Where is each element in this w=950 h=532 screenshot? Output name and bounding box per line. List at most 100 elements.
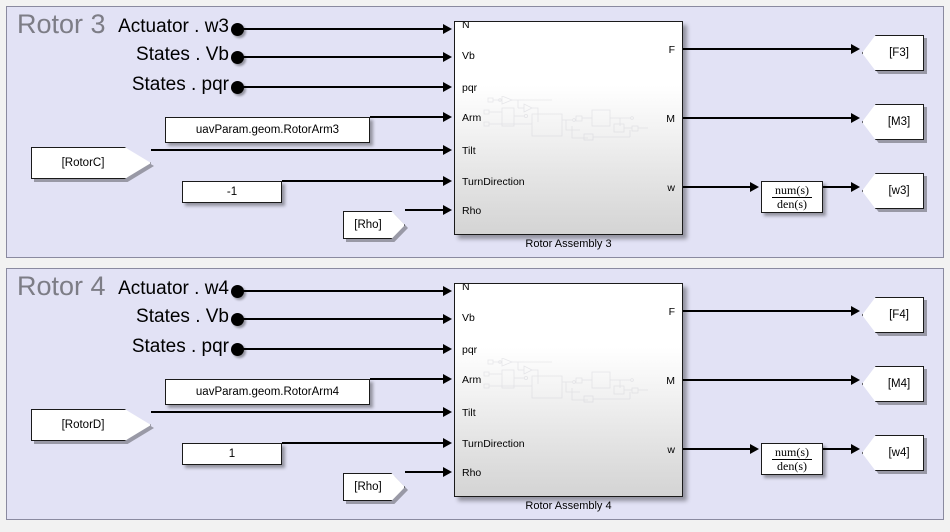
tap-states-vb[interactable]: States . Vb	[136, 306, 229, 327]
input-port-n: N	[462, 21, 470, 31]
arm-wire	[370, 378, 443, 380]
from-block-rho[interactable]: [Rho]	[343, 473, 405, 501]
w-arrow-pre	[750, 444, 759, 454]
output-arrow-1	[851, 375, 860, 385]
tap-actuator-w4-wire	[242, 290, 443, 292]
tap-states-pqr-dot	[231, 80, 244, 94]
subsystem-caption: Rotor Assembly 3	[525, 238, 612, 250]
input-port-n: N	[462, 283, 470, 293]
tap-actuator-w3-wire	[242, 28, 443, 30]
tap-states-pqr-wire	[242, 86, 443, 88]
goto-block-label: [M3]	[887, 116, 911, 128]
w-wire-pre	[683, 186, 750, 188]
goto-block-label: [F4]	[889, 309, 909, 321]
input-port-rho: Rho	[462, 205, 482, 217]
input-port-tilt: Tilt	[462, 407, 476, 419]
turn-direction-constant[interactable]: 1	[182, 443, 282, 465]
rotor-arm-param-block[interactable]: uavParam.geom.RotorArm3	[165, 117, 370, 143]
transfer-function-numerator: num(s)	[772, 446, 812, 460]
input-port-arm: Arm	[462, 374, 482, 386]
goto-block-f[interactable]: [F4]	[862, 297, 924, 333]
from-block-rho[interactable]: [Rho]	[343, 211, 405, 239]
output-arrow-1	[851, 113, 860, 123]
w-wire-post	[823, 448, 851, 450]
turndirection-wire	[282, 180, 443, 182]
goto-block-m[interactable]: [M3]	[862, 104, 924, 140]
tap-states-vb-arrow	[443, 52, 452, 62]
tap-actuator-w3[interactable]: Actuator . w3	[118, 16, 229, 37]
output-wire-0	[683, 310, 851, 312]
turndirection-arrow	[443, 176, 452, 186]
goto-block-w[interactable]: [w4]	[862, 435, 924, 471]
tap-states-vb-arrow	[443, 314, 452, 324]
output-wire-0	[683, 48, 851, 50]
input-port-tilt: Tilt	[462, 145, 476, 157]
rho-arrow	[443, 467, 452, 477]
turn-direction-constant[interactable]: -1	[182, 181, 282, 203]
tap-actuator-w4-arrow	[443, 286, 452, 296]
input-port-turndirection: TurnDirection	[462, 176, 525, 188]
from-block-rotorc[interactable]: [RotorC]	[31, 147, 151, 179]
turndirection-wire	[282, 442, 443, 444]
rho-arrow	[443, 205, 452, 215]
tap-states-pqr-arrow	[443, 344, 452, 354]
tilt-wire	[151, 411, 443, 413]
rotor-arm-param-block[interactable]: uavParam.geom.RotorArm4	[165, 379, 370, 405]
tap-actuator-w3-dot	[231, 22, 244, 36]
tap-states-pqr-arrow	[443, 82, 452, 92]
tap-states-vb-dot	[231, 312, 244, 326]
tap-actuator-w4-dot	[231, 284, 244, 298]
arm-arrow	[443, 374, 452, 384]
w-arrow-pre	[750, 182, 759, 192]
tilt-arrow	[443, 145, 452, 155]
transfer-function-denominator: den(s)	[777, 196, 807, 211]
tilt-wire	[151, 149, 443, 151]
tap-actuator-w3-arrow	[443, 24, 452, 34]
transfer-function-block[interactable]: num(s)den(s)	[761, 181, 823, 213]
transfer-function-block[interactable]: num(s)den(s)	[761, 443, 823, 475]
subsystem-caption: Rotor Assembly 4	[525, 500, 612, 512]
arm-arrow	[443, 112, 452, 122]
turndirection-arrow	[443, 438, 452, 448]
frame-title-rotor4: Rotor 4	[17, 271, 106, 301]
output-arrow-0	[851, 44, 860, 54]
transfer-function-numerator: num(s)	[772, 184, 812, 198]
arm-wire	[370, 116, 443, 118]
input-port-turndirection: TurnDirection	[462, 438, 525, 450]
input-port-pqr: pqr	[462, 344, 478, 356]
goto-block-f[interactable]: [F3]	[862, 35, 924, 71]
tap-states-vb[interactable]: States . Vb	[136, 44, 229, 65]
from-block-label: [RotorD]	[61, 419, 105, 431]
input-port-rho: Rho	[462, 467, 482, 479]
goto-block-w[interactable]: [w3]	[862, 173, 924, 209]
input-port-arm: Arm	[462, 112, 482, 124]
w-arrow-post	[851, 182, 860, 192]
tap-states-pqr[interactable]: States . pqr	[131, 336, 229, 357]
subsystem-preview-watermark	[483, 358, 648, 403]
output-port-f: F	[668, 44, 675, 56]
input-port-pqr: pqr	[462, 82, 478, 94]
goto-block-m[interactable]: [M4]	[862, 366, 924, 402]
goto-block-label: [M4]	[887, 378, 911, 390]
from-block-label: [Rho]	[354, 219, 382, 231]
tap-states-pqr[interactable]: States . pqr	[131, 74, 229, 95]
from-block-label: [Rho]	[354, 481, 382, 493]
tap-actuator-w4[interactable]: Actuator . w4	[118, 278, 229, 299]
subsystem-preview-watermark	[483, 96, 648, 141]
w-wire-pre	[683, 448, 750, 450]
rho-wire	[405, 209, 443, 211]
goto-block-label: [w3]	[888, 185, 910, 197]
tilt-arrow	[443, 407, 452, 417]
transfer-function-denominator: den(s)	[777, 458, 807, 473]
goto-block-label: [F3]	[889, 47, 909, 59]
from-block-rotord[interactable]: [RotorD]	[31, 409, 151, 441]
output-wire-1	[683, 117, 851, 119]
output-port-f: F	[668, 306, 675, 318]
output-port-w: w	[667, 182, 675, 194]
tap-states-pqr-wire	[242, 348, 443, 350]
goto-block-label: [w4]	[888, 447, 910, 459]
